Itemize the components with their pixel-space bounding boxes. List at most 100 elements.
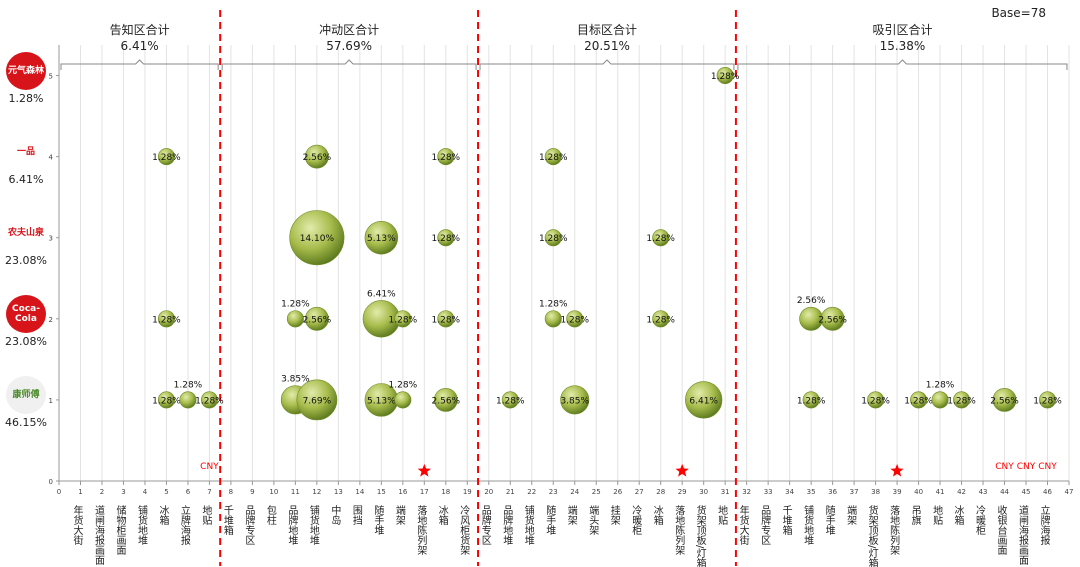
- cny-marker: CNY: [1017, 462, 1036, 472]
- bubble: [652, 310, 670, 328]
- bubble-label: 1.28%: [861, 396, 890, 406]
- category-label: 道闸海报画面: [92, 504, 104, 566]
- bubble: [296, 379, 338, 421]
- bubble-label: 3.85%: [560, 396, 589, 406]
- category-label: 千堆箱: [221, 505, 233, 536]
- x-tick-label: 8: [229, 488, 233, 496]
- bubble: [544, 229, 562, 247]
- zone-bracket: [479, 59, 735, 70]
- bubble: [157, 310, 175, 328]
- bubble: [304, 144, 329, 169]
- bubble: [304, 306, 329, 331]
- y-tick-label: 0: [49, 478, 53, 486]
- bubble: [716, 67, 734, 85]
- category-label: 端头架: [587, 504, 599, 536]
- x-tick-label: 36: [828, 488, 837, 496]
- x-tick-label: 10: [269, 488, 278, 496]
- x-tick-label: 37: [850, 488, 859, 496]
- bubble: [544, 310, 562, 328]
- x-tick-label: 40: [914, 488, 923, 496]
- x-tick-label: 41: [936, 488, 945, 496]
- star-marker: [417, 463, 431, 477]
- x-tick-label: 45: [1022, 488, 1031, 496]
- x-tick-label: 3: [121, 488, 125, 496]
- x-tick-label: 26: [613, 488, 622, 496]
- x-tick-label: 42: [957, 488, 966, 496]
- bubble-label: 2.56%: [818, 315, 847, 325]
- category-label: 中岛: [329, 504, 341, 526]
- category-label: 地贴: [200, 504, 212, 526]
- brand-share: 23.08%: [5, 334, 47, 348]
- bubble-label: 1.28%: [711, 72, 740, 82]
- brand-share: 6.41%: [8, 172, 44, 186]
- bubble: [560, 385, 590, 415]
- x-tick-label: 47: [1065, 488, 1074, 496]
- x-tick-label: 23: [549, 488, 558, 496]
- y-tick-label: 2: [49, 316, 53, 324]
- zone-bracket: [60, 59, 219, 70]
- bubble-label: 5.13%: [367, 234, 396, 244]
- bubble-label: 1.28%: [539, 300, 568, 310]
- bubble: [394, 310, 412, 328]
- zone-title: 吸引区合计: [872, 22, 932, 37]
- x-tick-label: 13: [334, 488, 343, 496]
- category-label: 围挡: [350, 505, 362, 526]
- zone-pct: 20.51%: [584, 39, 630, 53]
- category-label: 端架: [393, 504, 405, 526]
- bubble-label: 1.28%: [797, 396, 826, 406]
- bubble-label: 1.28%: [152, 153, 181, 163]
- category-label: 铺货地堆: [802, 504, 814, 545]
- bubble-label: 1.28%: [560, 315, 589, 325]
- x-tick-label: 1: [78, 488, 82, 496]
- x-tick-label: 27: [635, 488, 644, 496]
- x-tick-label: 21: [506, 488, 515, 496]
- brand-logo-icon: 一品: [6, 132, 46, 171]
- category-label: 货架顶板/灯箱: [694, 504, 706, 567]
- category-label: 铺货地堆: [135, 504, 147, 545]
- category-label: 冷风柜货架: [458, 504, 470, 556]
- bubble-label: 6.41%: [367, 289, 396, 299]
- category-label: 货架顶板/灯箱: [866, 504, 878, 567]
- x-tick-label: 15: [377, 488, 386, 496]
- zone-title: 目标区合计: [577, 22, 637, 37]
- zone-pct: 15.38%: [880, 39, 926, 53]
- x-tick-label: 14: [355, 488, 364, 496]
- category-label: 冰箱: [157, 504, 169, 526]
- bubble-label: 2.56%: [303, 315, 332, 325]
- x-tick-label: 35: [807, 488, 816, 496]
- category-label: 收银台画面: [995, 504, 1007, 556]
- bubble: [802, 391, 820, 409]
- y-tick-label: 1: [49, 397, 53, 405]
- zone-title: 冲动区合计: [319, 22, 379, 37]
- category-label: 道闸海报画面: [1017, 504, 1029, 566]
- bubble-label: 7.69%: [303, 396, 332, 406]
- bubble-label: 1.28%: [152, 315, 181, 325]
- category-label: 落地陈列架: [888, 505, 900, 556]
- bubble-label: 1.28%: [432, 153, 461, 163]
- bubble: [501, 391, 519, 409]
- bubble: [931, 391, 949, 409]
- zone-title: 告知区合计: [110, 22, 170, 37]
- brand-logo-icon: 农夫山泉: [6, 213, 46, 252]
- category-label: 年货大街: [737, 504, 749, 546]
- category-label: 铺货地堆: [307, 504, 319, 545]
- category-label: 立牌海报: [178, 504, 190, 546]
- bubble-label: 14.10%: [300, 234, 335, 244]
- bubble-label: 1.28%: [646, 234, 675, 244]
- category-label: 冰箱: [952, 504, 964, 526]
- category-label: 品牌地堆: [501, 505, 513, 545]
- x-tick-label: 44: [1000, 488, 1009, 496]
- bubble: [992, 388, 1017, 412]
- bubble-label: 1.28%: [496, 396, 525, 406]
- category-label: 冰箱: [436, 504, 448, 526]
- brand-logo-icon: 元气森林: [6, 51, 46, 90]
- bubble: [566, 310, 584, 328]
- category-label: 品牌专区: [479, 505, 491, 545]
- x-tick-label: 9: [250, 488, 254, 496]
- category-label: 地贴: [716, 504, 728, 526]
- category-label: 千堆箱: [780, 505, 792, 536]
- x-tick-label: 33: [764, 488, 773, 496]
- bubble: [820, 306, 845, 331]
- x-tick-label: 22: [527, 488, 536, 496]
